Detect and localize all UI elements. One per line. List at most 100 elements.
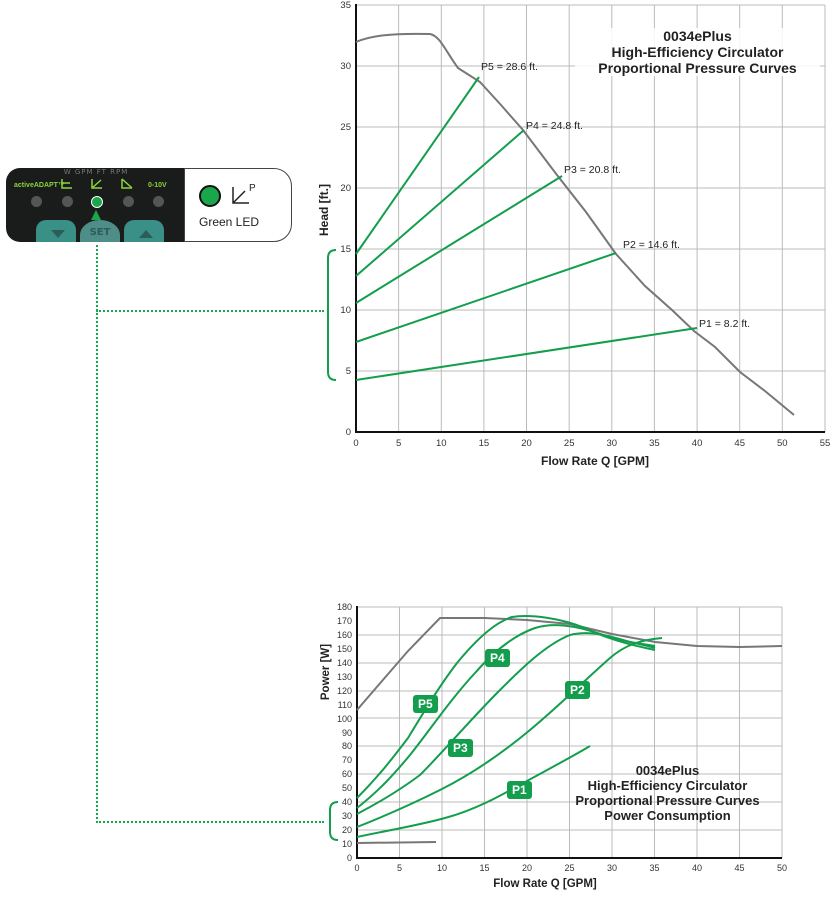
p3-line xyxy=(355,175,563,304)
proportional-pressure-icon xyxy=(91,179,102,189)
led-constant-pressure xyxy=(62,196,73,207)
svg-text:20: 20 xyxy=(521,438,532,449)
svg-text:25: 25 xyxy=(564,438,575,449)
head-y-axis-label: Head [ft.] xyxy=(317,184,331,236)
svg-text:80: 80 xyxy=(342,741,352,751)
svg-text:120: 120 xyxy=(337,686,352,696)
svg-text:70: 70 xyxy=(342,755,352,765)
p3-label: P3 = 20.8 ft. xyxy=(564,164,621,176)
svg-text:40: 40 xyxy=(692,438,703,449)
svg-text:140: 140 xyxy=(337,658,352,668)
mode-0-10v-label: 0-10V xyxy=(148,182,167,189)
power-bracket xyxy=(329,801,339,841)
svg-text:180: 180 xyxy=(337,602,352,612)
svg-text:30: 30 xyxy=(607,438,618,449)
svg-text:170: 170 xyxy=(337,616,352,626)
svg-text:10: 10 xyxy=(340,305,351,316)
svg-text:35: 35 xyxy=(340,0,351,11)
svg-text:150: 150 xyxy=(337,644,352,654)
up-button[interactable] xyxy=(124,220,164,242)
svg-text:110: 110 xyxy=(338,700,352,710)
power-x-axis-label: Flow Rate Q [GPM] xyxy=(493,878,597,890)
svg-text:130: 130 xyxy=(337,672,352,682)
mode-activeadapt-label: activeADAPT™ xyxy=(14,182,65,189)
head-x-axis-label: Flow Rate Q [GPM] xyxy=(541,454,649,468)
p4-badge: P4 xyxy=(485,649,510,667)
svg-text:25: 25 xyxy=(564,863,574,873)
set-button[interactable]: SET xyxy=(80,220,120,242)
p2-power-curve xyxy=(356,637,663,828)
p5-line xyxy=(355,76,480,255)
p4-line xyxy=(355,129,525,277)
svg-text:0: 0 xyxy=(347,853,352,863)
svg-text:50: 50 xyxy=(777,438,788,449)
svg-text:20: 20 xyxy=(342,825,352,835)
p2-badge: P2 xyxy=(565,681,590,699)
proportional-pressure-symbol-icon: P xyxy=(232,183,256,204)
green-led-icon xyxy=(199,185,221,207)
connector-vertical xyxy=(96,245,98,823)
svg-text:55: 55 xyxy=(820,438,830,449)
svg-text:50: 50 xyxy=(777,863,787,873)
p3-power-curve xyxy=(356,632,656,815)
svg-text:5: 5 xyxy=(397,863,402,873)
led-proportional-pressure xyxy=(91,196,103,208)
fixed-speed-icon xyxy=(121,178,133,189)
p5-label: P5 = 28.6 ft. xyxy=(481,61,538,73)
svg-text:90: 90 xyxy=(342,728,352,738)
p1-badge: P1 xyxy=(507,781,532,799)
p1-line xyxy=(355,327,698,381)
svg-text:0: 0 xyxy=(354,863,359,873)
svg-text:40: 40 xyxy=(692,863,702,873)
svg-text:10: 10 xyxy=(342,839,352,849)
led-activeadapt xyxy=(31,196,42,207)
svg-text:60: 60 xyxy=(342,769,352,779)
svg-text:0: 0 xyxy=(353,438,358,449)
down-button[interactable] xyxy=(36,220,76,242)
svg-text:160: 160 xyxy=(337,630,352,640)
svg-text:30: 30 xyxy=(340,61,351,72)
p5-badge: P5 xyxy=(413,695,438,713)
svg-text:35: 35 xyxy=(649,438,660,449)
led-legend: P Green LED xyxy=(184,168,292,242)
svg-text:5: 5 xyxy=(396,438,401,449)
unit-labels: W GPM FT RPM xyxy=(63,168,129,176)
svg-text:10: 10 xyxy=(436,438,447,449)
max-head-curve xyxy=(355,32,795,416)
led-0-10v xyxy=(153,196,164,207)
svg-text:40: 40 xyxy=(342,797,352,807)
svg-text:P: P xyxy=(249,183,256,194)
power-y-axis-label: Power [W] xyxy=(320,643,332,701)
control-panel: W GPM FT RPM activeADAPT™ 0-10V SET P Gr… xyxy=(6,168,292,242)
led-fixed-speed xyxy=(123,196,134,207)
p2-line xyxy=(355,252,617,343)
svg-text:45: 45 xyxy=(734,863,744,873)
p1-label: P1 = 8.2 ft. xyxy=(699,318,751,330)
svg-text:15: 15 xyxy=(340,244,351,255)
svg-text:30: 30 xyxy=(607,863,617,873)
svg-text:5: 5 xyxy=(346,366,351,377)
connector-to-power-chart xyxy=(96,821,324,823)
svg-text:100: 100 xyxy=(337,714,352,724)
constant-pressure-icon xyxy=(61,179,72,189)
p2-label: P2 = 14.6 ft. xyxy=(623,239,680,251)
p1-power-curve xyxy=(356,745,591,838)
indicator-arrow-icon xyxy=(91,210,101,220)
svg-text:20: 20 xyxy=(340,183,351,194)
svg-text:30: 30 xyxy=(342,811,352,821)
svg-text:15: 15 xyxy=(479,438,490,449)
svg-text:45: 45 xyxy=(734,438,745,449)
svg-text:15: 15 xyxy=(479,863,489,873)
svg-text:10: 10 xyxy=(437,863,447,873)
max-power-curve xyxy=(356,617,783,711)
green-led-label: Green LED xyxy=(199,215,260,229)
svg-text:50: 50 xyxy=(342,783,352,793)
bracket xyxy=(327,249,337,381)
p3-badge: P3 xyxy=(448,739,473,757)
svg-text:35: 35 xyxy=(649,863,659,873)
connector-to-head-chart xyxy=(96,310,324,312)
p4-label: P4 = 24.8 ft. xyxy=(526,120,583,132)
svg-text:0: 0 xyxy=(346,427,351,438)
